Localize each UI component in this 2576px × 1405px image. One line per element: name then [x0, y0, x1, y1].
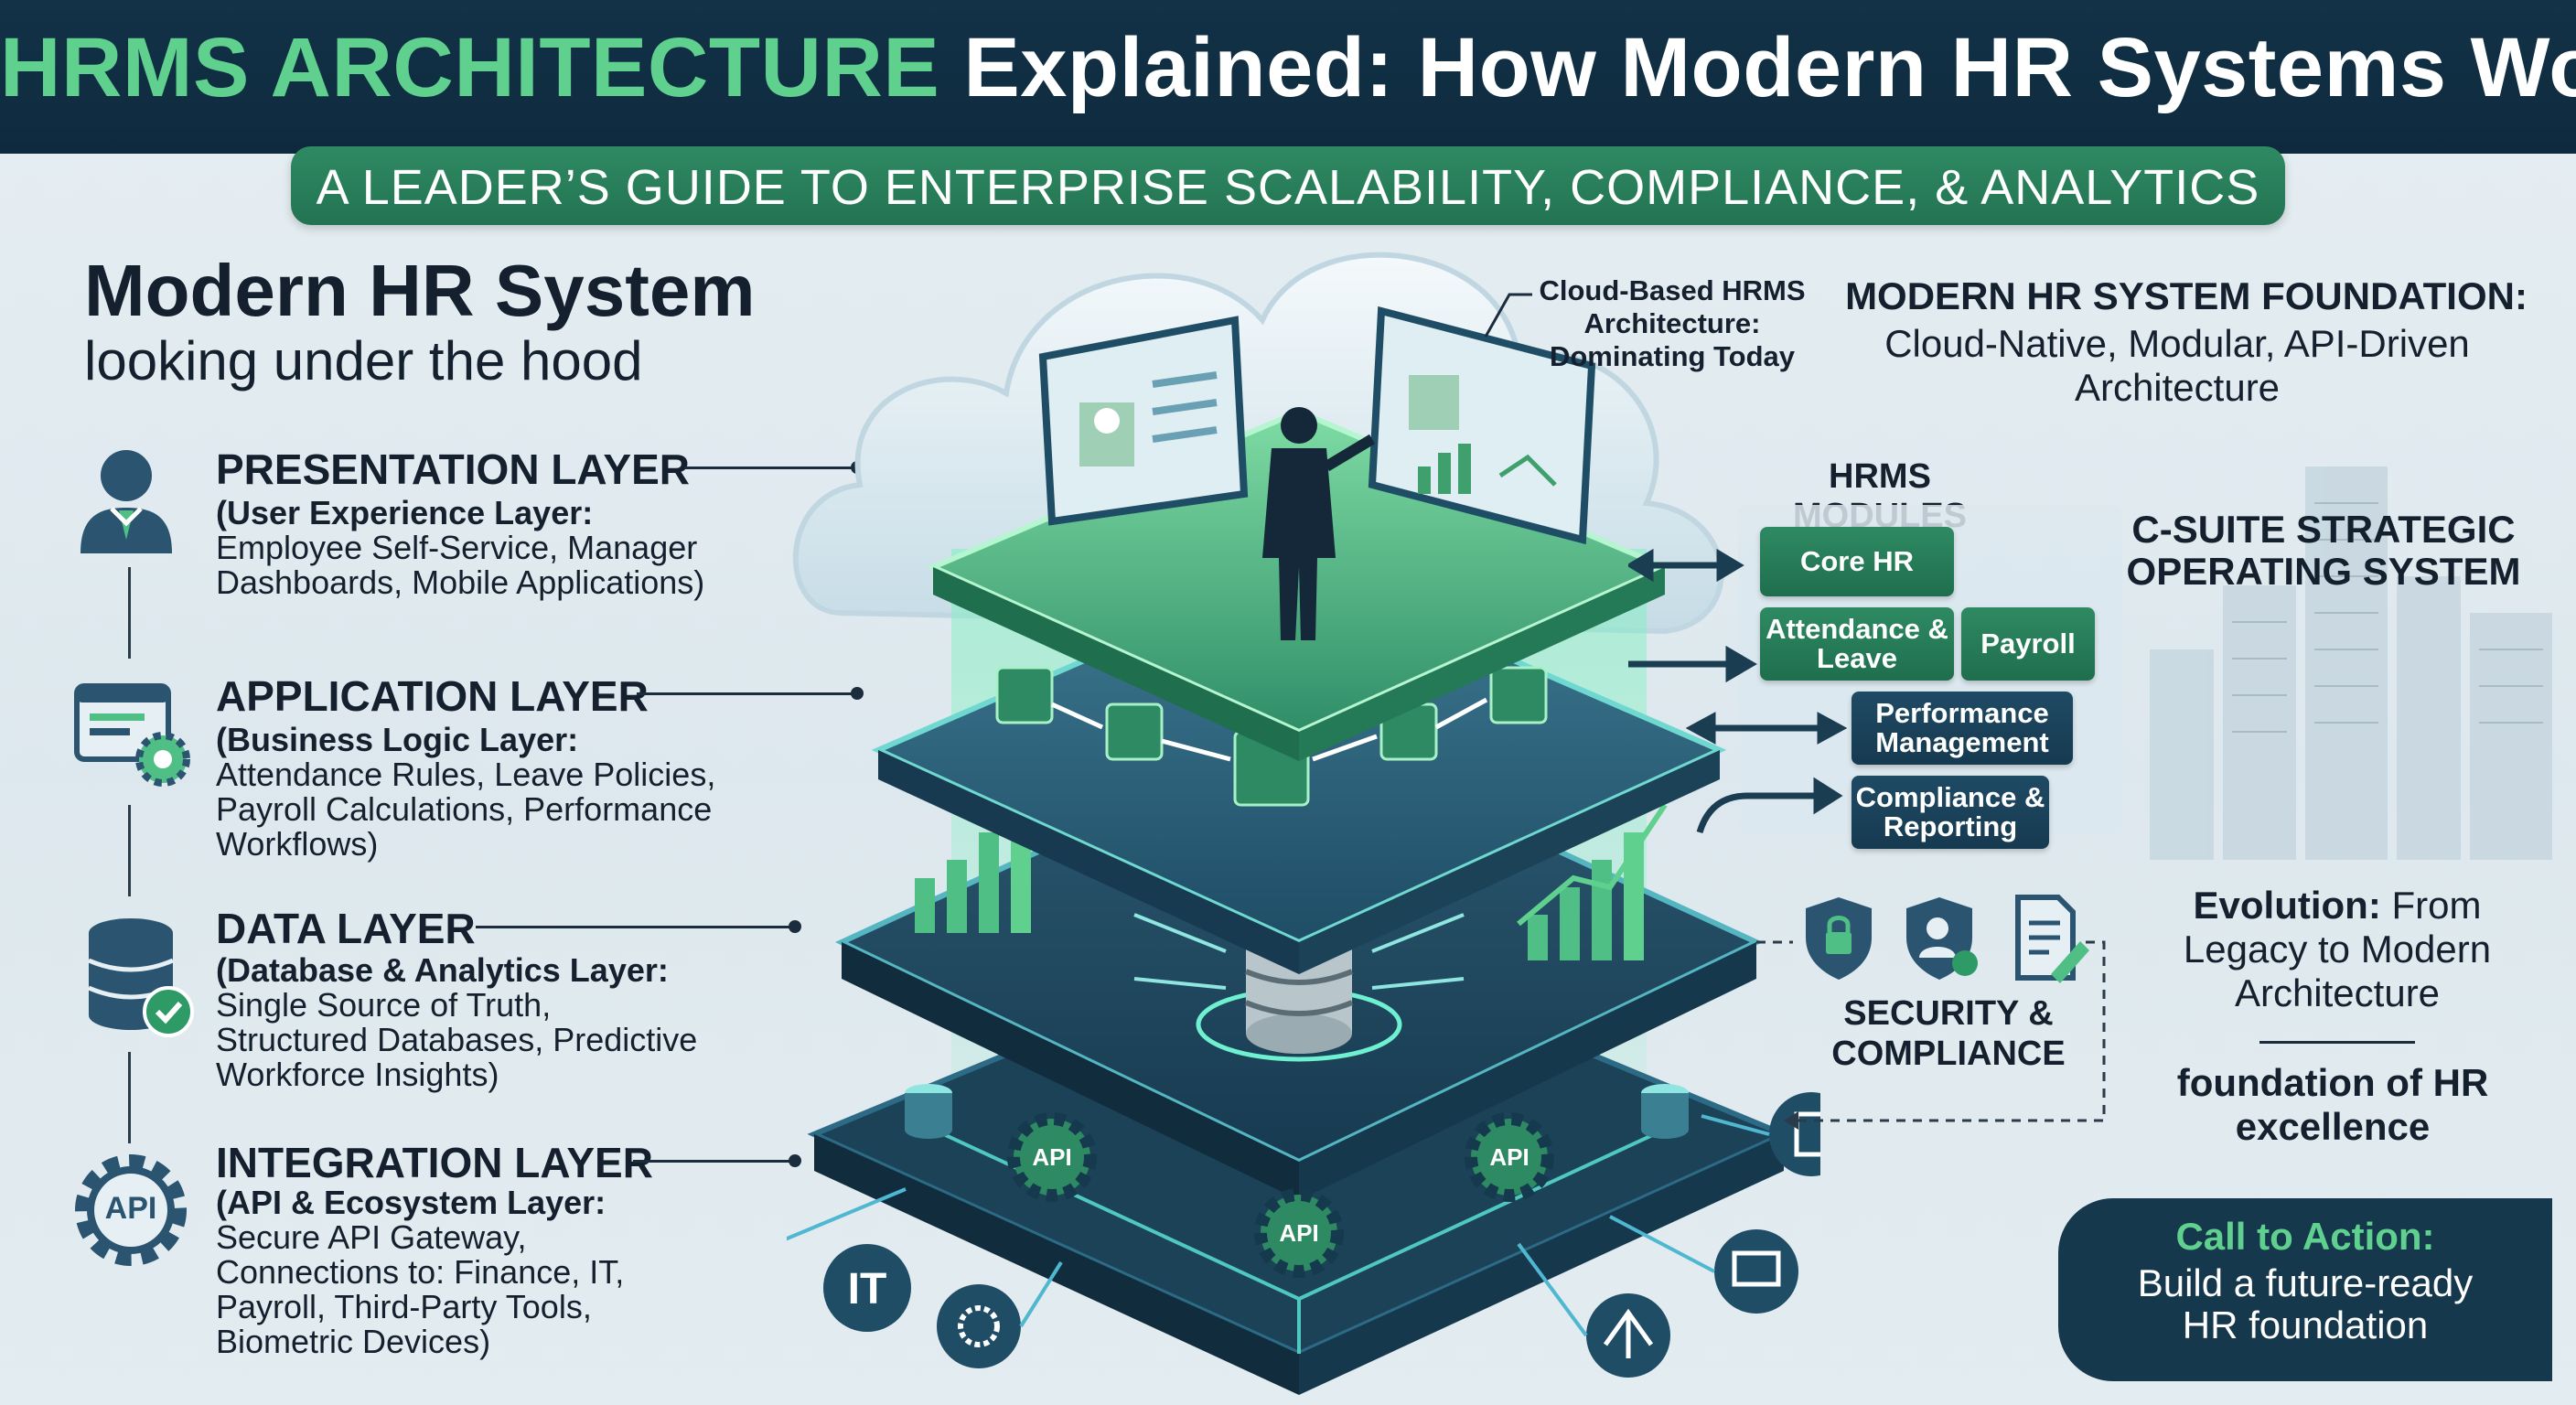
foundation-text: Cloud-Native, Modular, API-Driven Archit…	[1884, 322, 2470, 409]
application-connector-dot	[851, 687, 864, 700]
call-to-action-card[interactable]: Call to Action: Build a future-ready HR …	[2058, 1198, 2552, 1381]
left-connector-3	[128, 1052, 131, 1143]
satellite-document-icon	[1769, 1092, 1820, 1176]
cta-text: Build a future-ready HR foundation	[2137, 1261, 2474, 1346]
app-settings-icon	[74, 683, 190, 787]
api-gear-center	[1254, 1188, 1344, 1278]
subtitle-text: A LEADER’S GUIDE TO ENTERPRISE SCALABILI…	[316, 160, 2260, 215]
module-core-hr: Core HR	[1760, 527, 1954, 596]
layer-detail-application: Attendance Rules, Leave Policies, Payrol…	[216, 756, 716, 863]
layer-label-application: (Business Logic Layer:	[216, 721, 579, 758]
left-heading: Modern HR System	[84, 250, 756, 331]
left-subheading: looking under the hood	[84, 330, 643, 391]
foundation-title: MODERN HR SYSTEM FOUNDATION:	[1845, 274, 2528, 317]
api-gear-left	[1007, 1112, 1097, 1202]
module-performance-management: Performance Management	[1852, 692, 2073, 765]
module-attendance-leave: Attendance & Leave	[1760, 607, 1954, 681]
architecture-stack-illustration	[787, 252, 1820, 1395]
security-compliance-label: SECURITY & COMPLIANCE	[1831, 994, 2066, 1073]
satellite-analytics-icon	[1714, 1229, 1798, 1314]
data-connector	[476, 926, 794, 928]
api-label-center: API	[1279, 1219, 1319, 1247]
api-icon-label: API	[104, 1191, 157, 1226]
header-bar: HRMS ARCHITECTURE Explained: How Modern …	[0, 0, 2576, 154]
evolution-text: Evolution: From Legacy to Modern Archite…	[2131, 884, 2543, 1015]
layer-title-integration: INTEGRATION LAYER	[216, 1139, 653, 1186]
api-gear-right	[1465, 1112, 1554, 1202]
presentation-platform	[926, 306, 1672, 761]
cloud-note: Cloud-Based HRMS Architecture: Dominatin…	[1539, 274, 1806, 372]
base-database-icon-right	[1641, 1084, 1689, 1139]
layer-label-data: (Database & Analytics Layer:	[216, 951, 669, 989]
database-check-icon	[88, 918, 194, 1037]
layer-detail-presentation: Employee Self-Service, Manager Dashboard…	[216, 529, 705, 601]
layer-desc-integration: (API & Ecosystem Layer: Secure API Gatew…	[216, 1185, 692, 1359]
evolution-detail: From Legacy to Modern Architecture	[2183, 884, 2492, 1014]
title-accent: HRMS ARCHITECTURE	[0, 21, 940, 114]
subtitle-banner: A LEADER’S GUIDE TO ENTERPRISE SCALABILI…	[291, 146, 2285, 225]
left-connector-2	[128, 805, 131, 896]
left-connector-1	[128, 567, 131, 659]
satellite-network-icon	[1586, 1293, 1670, 1378]
it-label: IT	[847, 1265, 887, 1314]
layer-title-data: DATA LAYER	[216, 905, 476, 952]
excellence-text: foundation of HR excellence	[2176, 1061, 2489, 1148]
layer-label-presentation: (User Experience Layer:	[216, 494, 594, 531]
shield-user-icon	[1906, 897, 1978, 980]
evolution-divider	[2259, 1041, 2415, 1044]
dashed-feedback-loop	[1756, 940, 2106, 1130]
satellite-settings-icon	[937, 1284, 1021, 1368]
csuite-label: C-SUITE STRATEGIC OPERATING SYSTEM	[2126, 508, 2521, 593]
layer-label-integration: (API & Ecosystem Layer:	[216, 1184, 606, 1221]
layer-desc-data: (Database & Analytics Layer: Single Sour…	[216, 953, 710, 1092]
layer-title-presentation: PRESENTATION LAYER	[216, 445, 690, 493]
layer-desc-presentation: (User Experience Layer: Employee Self-Se…	[216, 496, 765, 600]
cta-title: Call to Action:	[2175, 1215, 2435, 1258]
integration-connector-dot	[789, 1154, 801, 1167]
title-rest: Explained: How Modern HR Systems Work	[939, 21, 2576, 114]
security-icons	[1806, 895, 2089, 983]
cloud-note-pointer	[1484, 293, 1532, 338]
it-badge: IT	[823, 1244, 911, 1332]
city-skyline-illustration	[2150, 467, 2552, 860]
page-title: HRMS ARCHITECTURE Explained: How Modern …	[0, 20, 2576, 116]
shield-lock-icon	[1806, 897, 1872, 980]
module-arrows	[1628, 548, 1848, 834]
document-edit-icon	[2015, 895, 2089, 983]
api-label-right: API	[1489, 1143, 1530, 1171]
module-compliance-reporting: Compliance & Reporting	[1852, 776, 2049, 849]
api-label-left: API	[1032, 1143, 1072, 1171]
evolution-label: Evolution:	[2193, 884, 2381, 927]
layer-desc-application: (Business Logic Layer: Attendance Rules,…	[216, 723, 728, 862]
api-gear-icon: API	[71, 1151, 190, 1270]
base-database-icon-left	[905, 1084, 952, 1139]
data-connector-dot	[789, 920, 801, 933]
presentation-connector	[684, 467, 858, 469]
module-payroll: Payroll	[1961, 607, 2095, 681]
application-connector	[637, 692, 858, 695]
layer-title-application: APPLICATION LAYER	[216, 672, 649, 720]
layer-detail-integration: Secure API Gateway, Connections to: Fina…	[216, 1218, 625, 1360]
user-icon	[80, 450, 172, 553]
layer-detail-data: Single Source of Truth, Structured Datab…	[216, 986, 698, 1093]
integration-connector	[633, 1160, 794, 1163]
